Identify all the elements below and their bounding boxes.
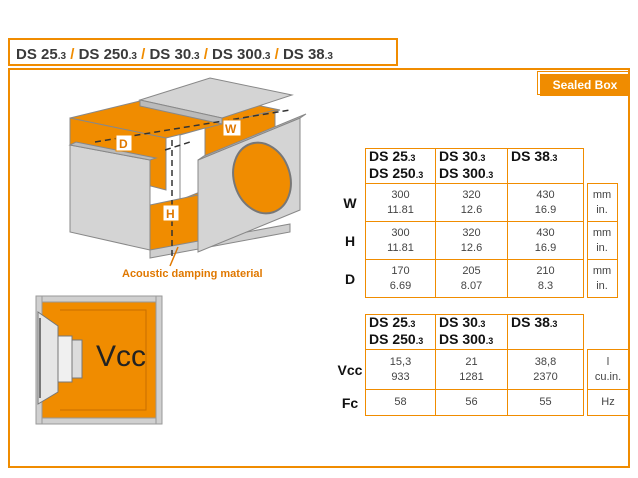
width-label: W: [225, 122, 237, 136]
table-row: Fc 58 56 55 Hz: [335, 389, 630, 416]
row-label-fc: Fc: [341, 394, 359, 411]
depth-label: D: [119, 137, 128, 151]
title-model-1-suffix: .3: [57, 51, 67, 62]
table-header-row: DS 25.3 DS 250.3 DS 30.3 DS 300.3 DS 38.…: [335, 148, 617, 184]
header-model-group-2: DS 30.3 DS 300.3: [435, 148, 508, 184]
header-model-group-1: DS 25.3 DS 250.3: [365, 314, 436, 350]
damping-pointer: [169, 246, 179, 267]
title-separator: /: [274, 46, 279, 63]
dimensions-table: DS 25.3 DS 250.3 DS 30.3 DS 300.3 DS 38.…: [335, 148, 618, 298]
height-label: H: [166, 207, 175, 221]
header-model-group-2: DS 30.3 DS 300.3: [435, 314, 508, 350]
driver-magnet: [57, 335, 73, 383]
title-model-5: DS 38: [282, 46, 325, 63]
title-separator: /: [203, 46, 208, 63]
title-model-2: DS 250: [78, 46, 129, 63]
table-cell: 55: [507, 389, 584, 416]
product-title: DS 25.3 / DS 250.3 / DS 30.3 / DS 300.3 …: [8, 38, 398, 66]
left-panel: [69, 144, 151, 251]
table-cell: 58: [365, 389, 436, 416]
title-separator: /: [141, 46, 146, 63]
title-model-3: DS 30: [149, 46, 192, 63]
content-frame: [8, 68, 630, 468]
title-model-4: DS 300: [212, 46, 263, 63]
driver-basket: [71, 339, 83, 379]
damping-layer-outline: [60, 309, 147, 411]
section-wall-bottom: [35, 417, 163, 425]
damping-caption: Acoustic damping material: [122, 268, 263, 280]
front-baffle-edge: [197, 113, 307, 161]
title-model-1: DS 25: [16, 46, 58, 63]
header-model-group-1: DS 25.3 DS 250.3: [365, 148, 436, 184]
table-cell: 56: [435, 389, 508, 416]
title-separator: /: [70, 46, 75, 63]
row-label-vcc: Vcc: [337, 361, 363, 378]
left-panel-front: [68, 141, 158, 161]
driver-cone: [37, 311, 59, 405]
title-model-4-suffix: .3: [262, 51, 271, 62]
section-wall-right: [155, 295, 163, 425]
width-dimension-line: [164, 141, 191, 151]
height-label-box: [162, 204, 180, 222]
driver-cutout: [232, 141, 292, 215]
row-label-h: H: [344, 232, 356, 249]
title-model-3-suffix: .3: [191, 51, 200, 62]
width-label-box: [222, 119, 242, 137]
header-model-group-3: DS 38.3: [507, 314, 584, 350]
depth-label-box: [115, 134, 133, 152]
title-model-5-suffix: .3: [324, 51, 333, 62]
header-model-group-3: DS 38.3: [507, 148, 584, 184]
unit-cell: Hz: [586, 389, 630, 416]
section-wall-top: [35, 295, 163, 303]
enclosure-type-tag: Sealed Box: [537, 71, 630, 96]
volume-table: DS 25.3 DS 250.3 DS 30.3 DS 300.3 DS 38.…: [335, 314, 630, 416]
row-label-w: W: [343, 194, 357, 211]
table-header-row: DS 25.3 DS 250.3 DS 30.3 DS 300.3 DS 38.…: [335, 314, 629, 350]
volume-label: Vcc: [96, 340, 147, 373]
title-model-2-suffix: .3: [128, 51, 137, 62]
row-label-d: D: [344, 270, 356, 287]
